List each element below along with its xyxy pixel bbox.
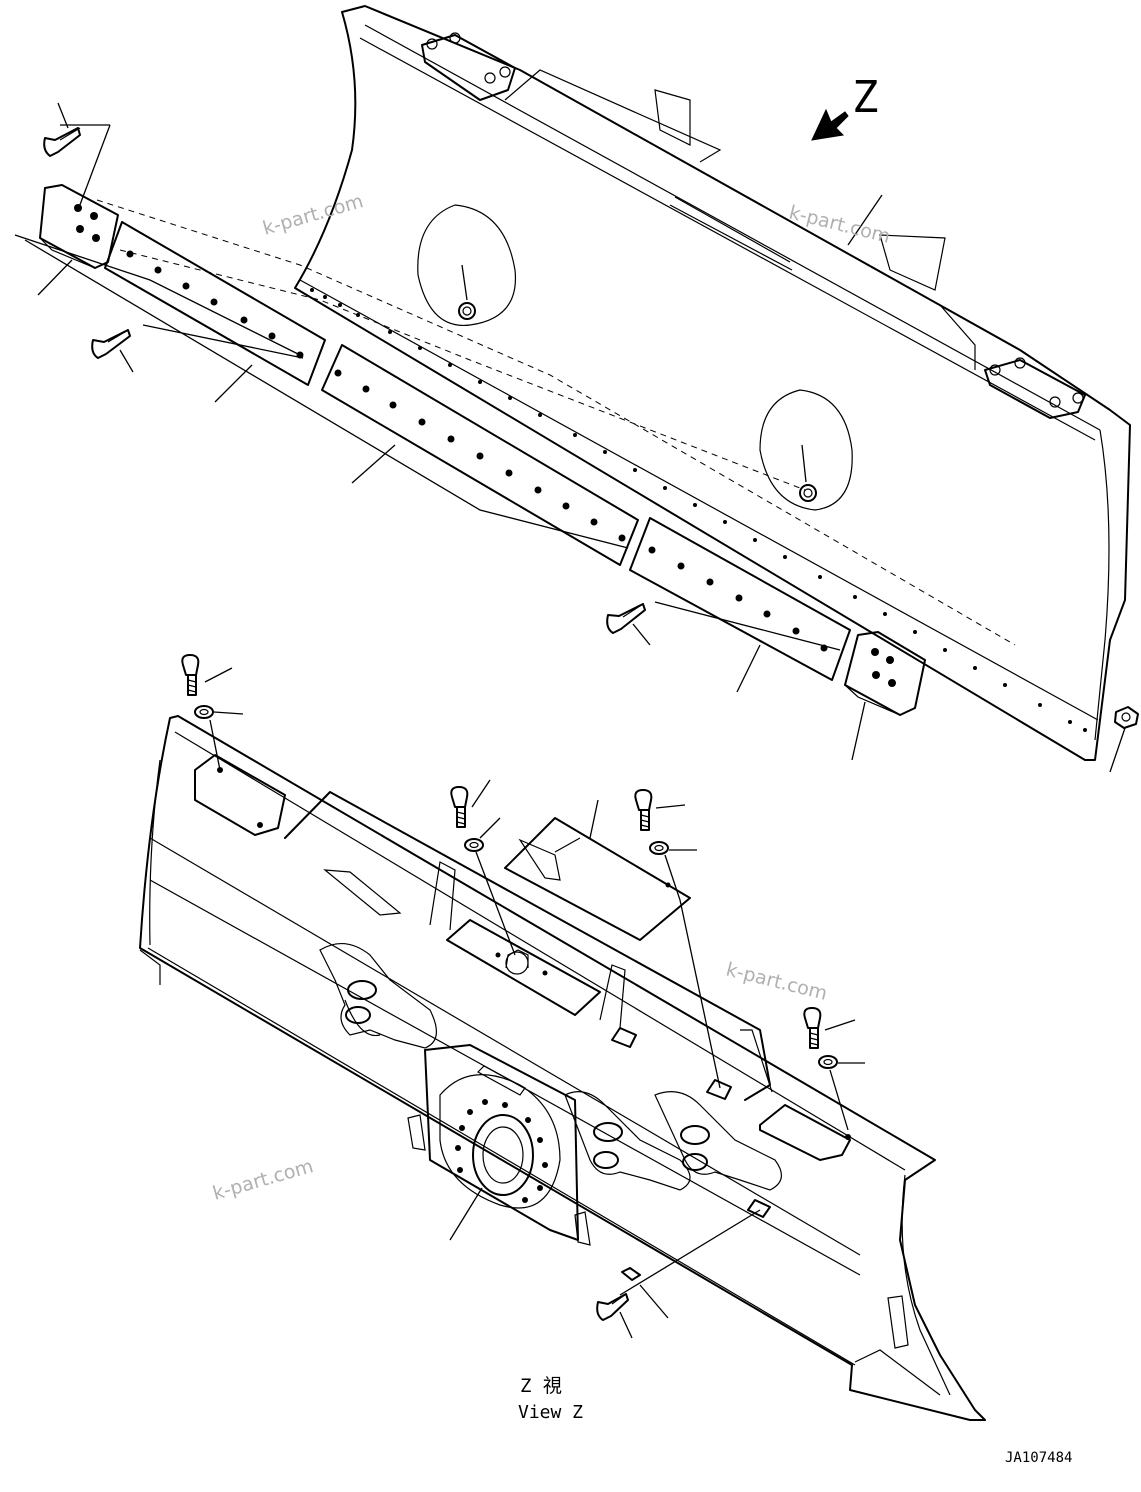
bolts-upper <box>43 102 1139 773</box>
watermarks: k-part.com k-part.com k-part.com k-part.… <box>210 190 892 1205</box>
view-arrow-label: Z <box>852 72 879 123</box>
view-caption-en: View Z <box>518 1402 583 1423</box>
watermark-2: k-part.com <box>787 202 893 248</box>
washer-c <box>649 841 669 855</box>
watermark-1: k-part.com <box>260 190 366 240</box>
watermark-4: k-part.com <box>210 1155 316 1205</box>
leader-lines-lower <box>449 799 599 1241</box>
plow-bolt-2 <box>91 329 131 359</box>
nut-right <box>1114 706 1139 729</box>
plow-bolt-1 <box>43 127 81 157</box>
bolt-c <box>634 789 653 831</box>
view-caption-ja: Z 視 <box>520 1375 562 1397</box>
leader-lines-upper <box>37 194 883 761</box>
bolt-b <box>450 786 469 828</box>
washer-a <box>194 705 214 719</box>
plow-bolt-3 <box>606 603 646 634</box>
bolt-d <box>803 1007 822 1049</box>
bolt-a <box>181 654 200 696</box>
bolt-e <box>596 1293 629 1321</box>
blade-bolt-holes <box>310 288 1087 732</box>
washer-d <box>818 1055 838 1069</box>
drawing-number: JA107484 <box>1005 1450 1072 1466</box>
square-nut <box>621 1267 641 1281</box>
blade-front-view <box>96 5 1131 761</box>
bolts-lower <box>181 654 865 1339</box>
view-z-arrow: Z <box>811 72 879 141</box>
blade-rear-view <box>139 715 986 1421</box>
cutting-edges <box>14 124 926 716</box>
washer-b <box>464 838 484 852</box>
watermark-3: k-part.com <box>724 959 830 1005</box>
